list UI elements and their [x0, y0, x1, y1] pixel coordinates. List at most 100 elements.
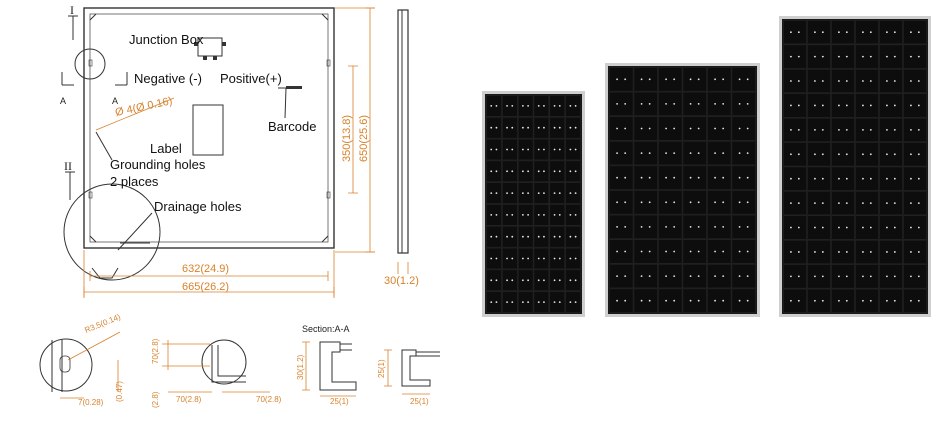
solar-cell	[879, 215, 903, 240]
section-mark-right: A	[112, 96, 118, 106]
solar-cell	[807, 93, 831, 118]
solar-cell	[903, 44, 927, 69]
solar-cell	[783, 44, 807, 69]
solar-cell	[831, 44, 855, 69]
solar-cell	[831, 20, 855, 45]
label-text: Label	[150, 141, 182, 156]
solar-cell	[682, 116, 707, 141]
solar-cell	[783, 166, 807, 191]
solar-cell	[807, 142, 831, 167]
solar-cell	[903, 215, 927, 240]
solar-panel-3	[779, 16, 931, 317]
solar-cell	[879, 166, 903, 191]
solar-cell	[831, 166, 855, 191]
detail-7: 7(0.28)	[78, 398, 104, 407]
solar-cell	[879, 264, 903, 289]
solar-cell	[609, 214, 634, 239]
solar-cell	[533, 247, 550, 270]
solar-cell	[533, 204, 550, 226]
solar-cell	[502, 182, 518, 204]
solar-cell	[783, 142, 807, 167]
solar-cell	[879, 191, 903, 216]
solar-cell	[855, 142, 879, 167]
solar-panel-images	[482, 16, 931, 317]
solar-cell	[731, 116, 756, 141]
solar-cell	[502, 204, 518, 226]
solar-cell	[486, 247, 502, 270]
solar-cell	[517, 182, 534, 204]
solar-cell	[633, 141, 658, 166]
solar-cell	[565, 204, 581, 226]
solar-cell	[707, 91, 732, 116]
detail-70-b: 70(2.8)	[256, 395, 282, 404]
solar-cell	[855, 264, 879, 289]
solar-cell	[682, 288, 707, 313]
solar-cell	[502, 160, 518, 182]
solar-cell	[517, 226, 534, 248]
solar-cell	[633, 165, 658, 190]
solar-cell	[903, 117, 927, 142]
solar-cell	[807, 69, 831, 93]
solar-cell	[707, 190, 732, 215]
solar-panel-2	[605, 63, 760, 317]
solar-cell	[609, 239, 634, 264]
solar-cell	[879, 142, 903, 167]
solar-cell	[731, 190, 756, 215]
solar-cell	[783, 191, 807, 216]
solar-cell	[486, 117, 502, 139]
solar-cell	[879, 240, 903, 264]
solar-cell	[783, 69, 807, 93]
solar-cell	[707, 288, 732, 313]
solar-cell	[549, 247, 565, 270]
solar-cell	[855, 191, 879, 216]
solar-cell	[682, 165, 707, 190]
solar-cell	[879, 288, 903, 313]
dim-665: 665(26.2)	[182, 281, 229, 293]
solar-cell	[517, 247, 534, 270]
solar-cell	[565, 160, 581, 182]
solar-cell	[658, 288, 683, 313]
solar-cell	[565, 247, 581, 270]
solar-cell	[807, 20, 831, 45]
solar-cell	[549, 95, 565, 117]
solar-cell	[831, 215, 855, 240]
solar-cell	[502, 247, 518, 270]
solar-cell	[633, 67, 658, 92]
solar-cell	[533, 95, 550, 117]
section-25: 25(1)	[330, 397, 349, 406]
solar-cell	[609, 141, 634, 166]
dim-632: 632(24.9)	[182, 263, 229, 275]
solar-cell	[831, 117, 855, 142]
solar-cell	[549, 160, 565, 182]
dim-650: 650(25.6)	[358, 115, 370, 162]
solar-cell	[807, 166, 831, 191]
solar-cell	[831, 191, 855, 216]
view-II-label: II	[64, 159, 72, 173]
solar-cell	[486, 204, 502, 226]
solar-cell	[783, 240, 807, 264]
solar-cell	[633, 288, 658, 313]
solar-cell	[831, 93, 855, 118]
solar-cell	[855, 240, 879, 264]
solar-cell	[609, 165, 634, 190]
solar-cell	[565, 226, 581, 248]
solar-cell	[533, 269, 550, 291]
solar-cell	[533, 291, 550, 313]
solar-cell	[731, 141, 756, 166]
junction-box-label: Junction Box	[129, 32, 204, 47]
solar-cell	[517, 291, 534, 313]
solar-cell	[855, 44, 879, 69]
label-box	[192, 104, 224, 156]
solar-cell	[565, 117, 581, 139]
detail-70-a: 70(2.8)	[176, 395, 202, 404]
solar-cell	[658, 141, 683, 166]
solar-cell	[609, 190, 634, 215]
solar-cell	[783, 93, 807, 118]
solar-cell	[658, 165, 683, 190]
barcode-label: Barcode	[268, 119, 316, 134]
solar-cell	[658, 214, 683, 239]
solar-cell	[807, 44, 831, 69]
solar-cell	[707, 165, 732, 190]
solar-cell	[831, 264, 855, 289]
solar-cell	[855, 215, 879, 240]
